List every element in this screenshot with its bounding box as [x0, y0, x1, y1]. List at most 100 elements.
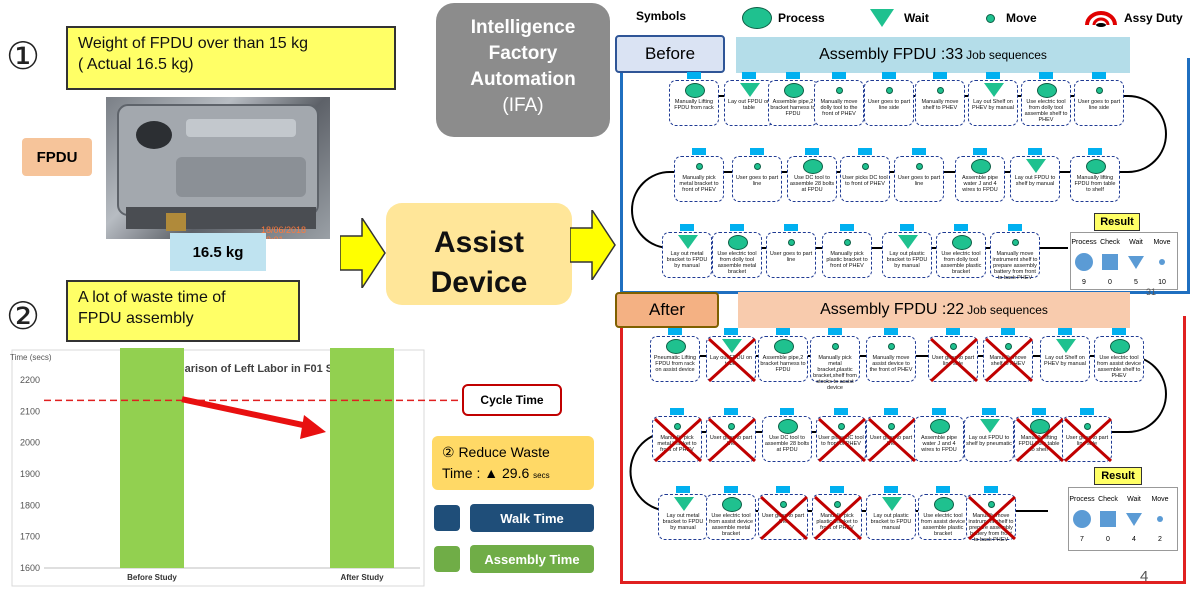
job-time-badge [884, 408, 898, 415]
job-step-label: Manually Lifting FPDU from rack [674, 99, 714, 111]
before-band-sub: Job sequences [966, 48, 1047, 62]
result-process-icon [1073, 510, 1091, 528]
job-time-badge [912, 148, 926, 155]
job-time-badge [724, 486, 738, 493]
after-result-h3: Move [1151, 495, 1169, 503]
job-time-badge [973, 148, 987, 155]
before-result-h3: Move [1153, 238, 1171, 246]
before-result-v0: 9 [1082, 278, 1086, 286]
job-time-badge [776, 328, 790, 335]
chart-title: Time Comparison of Left Labor in F01 Sta… [125, 363, 363, 375]
wait-icon [740, 83, 760, 97]
job-step: Use electric tool from dolly tool assemb… [1021, 72, 1071, 126]
ifa-box: Intelligence Factory Automation (IFA) [436, 3, 610, 137]
eliminated-cross-icon [817, 417, 867, 463]
job-step-label: Lay out Shelf on PHEV by manual [972, 99, 1014, 111]
job-step: Manually move instrument shelf to prepar… [990, 224, 1040, 281]
job-time-badge [954, 224, 968, 231]
job-step: Lay out plastic bracket to FPDU by manua… [882, 224, 932, 278]
job-step: Manually move shelf to PHEV [915, 72, 965, 126]
job-step-label: Manually pick metal bracket,plastic brac… [813, 355, 857, 391]
job-step: User picks DC tool to front of PHEV [816, 408, 867, 463]
job-step: Lay out metal bracket to FPDU by manual [658, 486, 708, 540]
ifa-line3: Automation [470, 69, 576, 90]
move-icon [844, 239, 851, 246]
y-tick-label: 2200 [20, 375, 40, 385]
job-step-label: Pneumatic Lifting FPDU from rack on assi… [653, 355, 697, 373]
job-step-label: Use electric tool from dolly tool assemb… [717, 251, 757, 275]
job-step-label: Lay out metal bracket to FPDU by manual [666, 251, 708, 269]
job-time-badge [1028, 148, 1042, 155]
before-result-title: Result [1094, 213, 1140, 231]
job-step: Manually move assist device to the front… [866, 328, 916, 382]
job-step: User picks DC tool to front of PHEV [840, 148, 890, 202]
result-process-icon [1075, 253, 1093, 271]
process-icon [685, 83, 705, 98]
job-step-label: Use DC tool to assemble 28 bolts at FPDU [764, 435, 810, 453]
process-icon [1030, 419, 1050, 434]
result-move-icon [1159, 259, 1165, 265]
wait-icon [678, 235, 698, 249]
reduction-arrow-line [181, 396, 313, 430]
job-time-badge [882, 72, 896, 79]
job-step: Use electric tool from dolly tool assemb… [712, 224, 762, 278]
after-band-title: Assembly FPDU :22 [820, 301, 965, 318]
process-icon [728, 235, 748, 250]
move-icon [1005, 343, 1012, 350]
job-step: Lay out metal bracket to FPDU by manual [662, 224, 712, 278]
before-result-v2: 5 [1134, 278, 1138, 286]
weight-tag: 16.5 kg [170, 233, 266, 271]
process-symbol-icon [742, 7, 772, 29]
job-time-badge [936, 486, 950, 493]
move-icon [836, 87, 843, 94]
assembly-legend-swatch [434, 546, 460, 572]
job-time-badge [676, 486, 690, 493]
wait-symbol-icon [870, 9, 894, 27]
symbols-title: Symbols [636, 9, 687, 23]
job-step: Lay out FPDU to shelf by pneumatic [964, 408, 1014, 462]
move-icon [754, 163, 761, 170]
process-icon [971, 159, 991, 174]
job-step: Assemble pipe,2 bracket harness to FPDU [758, 328, 808, 382]
assist-line1: Assist [433, 226, 525, 259]
job-step-label: Lay out plastic bracket to FPDU manual [870, 513, 912, 531]
process-icon [952, 235, 972, 250]
waste-note-line1: A lot of waste time of [78, 289, 226, 306]
job-step-label: Use electric tool from assist device ass… [920, 513, 965, 537]
photo-date-stamp: 18/06/2018 18:01 [261, 225, 307, 239]
after-result-v2: 4 [1132, 535, 1136, 543]
cycle-time-label: Cycle Time [462, 384, 562, 416]
fpdu-tag: FPDU [22, 138, 92, 176]
move-icon [888, 423, 895, 430]
reduce-waste-value: Time : ▲ 29.6 [442, 465, 530, 481]
job-time-badge [828, 328, 842, 335]
job-step: Lay out Shelf on PHEV by manual [968, 72, 1018, 126]
job-step-label: Manually move assist device to the front… [869, 355, 913, 373]
job-step: User goes to part line [706, 408, 757, 463]
after-result-h2: Wait [1127, 495, 1141, 503]
job-step-label: Lay out FPDU to shelf by manual [1014, 175, 1056, 187]
move-icon [886, 87, 893, 94]
job-time-badge [1008, 224, 1022, 231]
job-time-badge [932, 408, 946, 415]
eliminated-cross-icon [984, 337, 1034, 383]
eliminated-cross-icon [929, 337, 979, 383]
reduce-waste-line1: ② Reduce Waste [442, 444, 550, 460]
job-step-label: User goes to part line [897, 175, 941, 187]
eliminated-cross-icon [653, 417, 703, 463]
job-step: User goes to part line side [1062, 408, 1113, 463]
move-icon [674, 423, 681, 430]
job-step-label: Assemble pipe water J and 4 wires to FPD… [920, 435, 958, 453]
move-icon [1096, 87, 1103, 94]
job-step: Manually pick plastic bracket to front o… [812, 486, 863, 541]
job-time-badge [786, 72, 800, 79]
job-step: Manually pick metal bracket to front of … [674, 148, 724, 202]
job-step-label: Lay out Shelf on PHEV by manual [1044, 355, 1086, 367]
result-check-icon [1102, 254, 1118, 270]
job-time-badge [1039, 72, 1053, 79]
symbol-wait-label: Wait [904, 11, 929, 25]
job-step: User goes to part line side [1074, 72, 1124, 126]
symbol-move-label: Move [1006, 11, 1037, 25]
process-icon [1086, 159, 1106, 174]
job-time-badge [784, 224, 798, 231]
